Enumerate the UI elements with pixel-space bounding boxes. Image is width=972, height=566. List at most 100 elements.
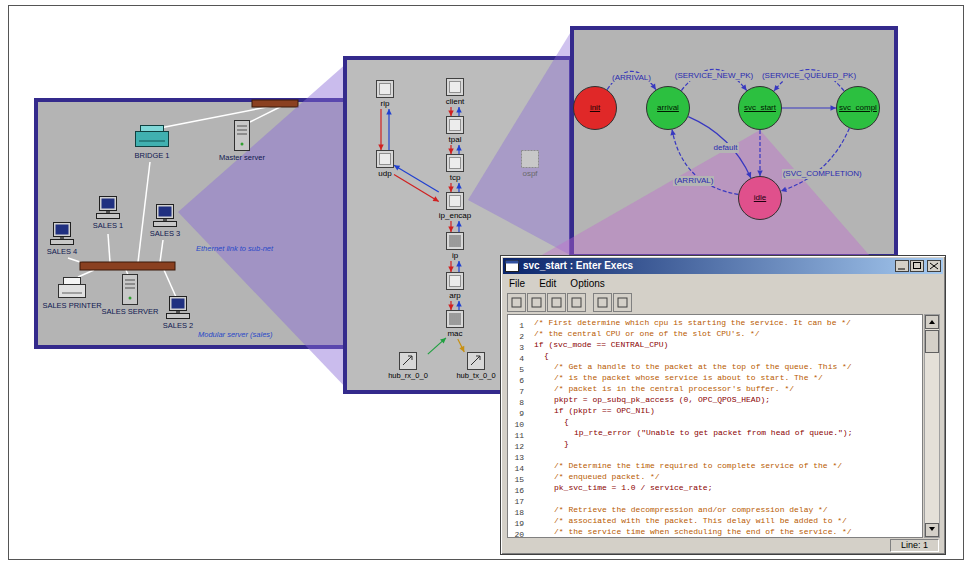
module-label: tcp [450, 173, 461, 183]
arrowhead [433, 196, 439, 201]
state-name: svc_start [744, 103, 776, 113]
line-number: 15 [514, 474, 524, 485]
code-row: 14/* Determine the time required to comp… [508, 460, 922, 471]
code-line: /* First determine which cpu is starting… [534, 317, 851, 328]
arrowhead [386, 109, 392, 115]
module-label: hub_tx_0_0 [456, 371, 495, 381]
arrowhead [456, 107, 462, 113]
state-name: init [590, 103, 600, 113]
device-label: SALES 1 [93, 221, 123, 231]
icon-holder [95, 196, 121, 220]
connector [378, 109, 384, 150]
edge-label-holder: (SERVICE_QUEUED_PK) [761, 64, 857, 82]
note-holder: Modular server (sales) [198, 330, 273, 340]
code-row: 16pk_svc_time = 1.0 / service_rate; [508, 482, 922, 493]
code-line: ip_rte_error ("Unable to get packet from… [574, 427, 852, 438]
code-row: 4{ [508, 350, 922, 361]
window-icon [505, 260, 519, 272]
module-label: mac [447, 329, 462, 339]
connector [448, 107, 454, 116]
connector-line [428, 338, 446, 354]
code-row: 15 /* enqueued packet. */ [508, 471, 922, 482]
menu-item: Options [570, 277, 604, 290]
toolbar-buttons [507, 293, 637, 313]
module-box: ip_encap [439, 192, 471, 221]
transition-label: (SERVICE_NEW_PK) [674, 71, 755, 81]
state-circle: idle [738, 176, 782, 220]
module-label: ip [452, 251, 458, 261]
module-box: mac [446, 310, 464, 339]
connector-line [688, 117, 751, 178]
menu-bar: FileEditOptions [503, 276, 943, 291]
window-icon [505, 260, 519, 272]
connector [448, 145, 454, 154]
code-row: 1 /* First determine which cpu is startin… [508, 317, 922, 328]
arrowhead [459, 346, 464, 352]
connector [456, 183, 462, 192]
line-number: 7 [519, 386, 524, 397]
state-circle: init [573, 86, 617, 130]
module-icon [446, 78, 464, 96]
code-row: 8pkptr = op_subq_pk_access (0, OPC_QPOS_… [508, 394, 922, 405]
arrowhead [448, 186, 454, 192]
server-icon [231, 120, 253, 152]
module-label: ip_encap [439, 211, 471, 221]
code-area: 1 /* First determine which cpu is startin… [507, 314, 923, 538]
connector-line [380, 109, 381, 150]
device-label: SALES 4 [47, 247, 77, 257]
network-device: SALES 4 [47, 222, 77, 257]
device-label: Master server [219, 153, 265, 163]
code-line: /* the service time when scheduling the … [554, 526, 852, 537]
code-line: /* Determine the time required to comple… [554, 460, 842, 471]
status-bar: Line: 1 [503, 538, 943, 552]
line-number: 1 [519, 320, 524, 331]
state-name: svc_compl [839, 103, 877, 113]
connector [448, 301, 454, 310]
connector-line [458, 339, 464, 352]
code-row: 20/* the service time when scheduling th… [508, 526, 922, 537]
icon-holder [376, 80, 394, 98]
module-label: ospf [522, 169, 537, 179]
connector [394, 165, 439, 192]
code-row: 13 [508, 449, 922, 460]
connector [781, 128, 849, 192]
code-line: /* enqueued packet. */ [554, 471, 660, 482]
code-line: pk_svc_time = 1.0 / service_rate; [554, 482, 712, 493]
workstation-icon [49, 222, 75, 246]
icon-holder [446, 78, 464, 96]
connector [456, 301, 462, 310]
arrowhead [670, 130, 675, 136]
arrowhead [394, 165, 400, 170]
state-circle: svc_compl [836, 86, 880, 130]
line-number: 6 [519, 375, 524, 386]
connector [448, 221, 454, 232]
module-box: hub_rx_0_0 [388, 352, 428, 381]
connector [782, 105, 836, 111]
ethernet-hub [80, 262, 175, 270]
edge-label-holder: (SERVICE_NEW_PK) [674, 64, 755, 82]
arrowhead [448, 305, 454, 311]
workstation-icon [95, 196, 121, 220]
arrowhead [448, 267, 454, 273]
line-number: 18 [514, 507, 524, 518]
window-title: svc_start : Enter Execs [523, 259, 633, 273]
connector [386, 109, 392, 150]
transition-label: (SERVICE_QUEUED_PK) [761, 71, 857, 81]
connector-line [759, 130, 760, 176]
code-row: 12} [508, 438, 922, 449]
state-circle: arrival [646, 86, 690, 130]
module-box: tcp [446, 154, 464, 183]
line-number: 12 [514, 441, 524, 452]
icon-holder [57, 276, 87, 300]
code-line: /* Retrieve the decompression and/or com… [554, 504, 828, 515]
icon-holder [446, 192, 464, 210]
title-bar: svc_start : Enter Execs [503, 258, 943, 274]
module-label: rip [381, 99, 390, 109]
connector [448, 261, 454, 272]
module-label: udp [378, 169, 391, 179]
module-box: rip [376, 80, 394, 109]
arrowhead [781, 187, 787, 192]
connector [456, 107, 462, 116]
icon-holder [376, 150, 394, 168]
